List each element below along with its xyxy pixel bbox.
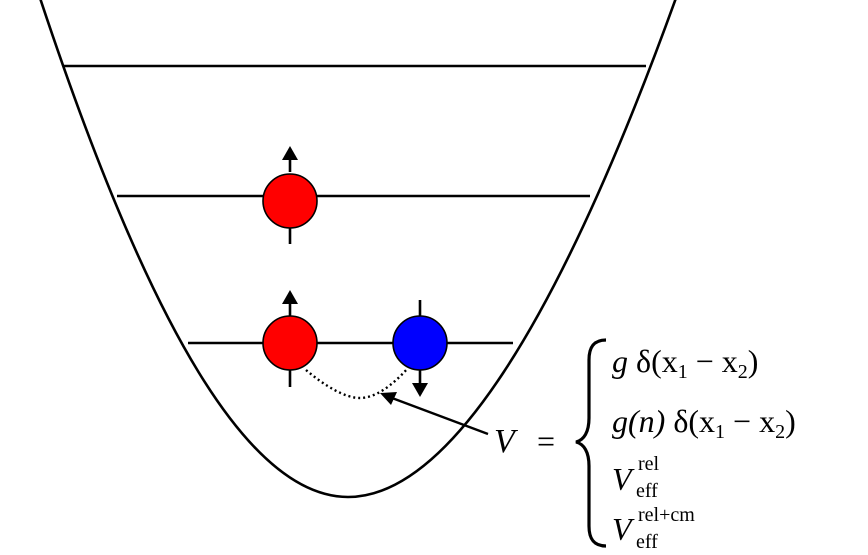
particle-circle <box>392 315 448 371</box>
case-1: g δ(x1 − x2) <box>612 343 758 383</box>
harmonic-trap-curve <box>39 0 677 499</box>
case-3: V rel eff <box>612 453 660 502</box>
case-4: V rel+cm eff <box>612 504 695 553</box>
svg-text:V: V <box>612 461 635 497</box>
svg-text:rel+cm: rel+cm <box>638 504 695 526</box>
pointer-arrowhead <box>380 392 397 405</box>
svg-text:rel: rel <box>638 453 660 475</box>
particle-spin-up-level-1 <box>262 290 318 387</box>
svg-text:eff: eff <box>636 531 658 553</box>
particle-circle <box>262 173 318 229</box>
cases-brace <box>575 338 607 548</box>
particle-spin-down-level-1 <box>392 300 448 397</box>
case-2: g(n) δ(x1 − x2) <box>612 403 796 443</box>
equals-sign: = <box>537 423 555 459</box>
pointer-arrow <box>391 396 489 436</box>
svg-text:V: V <box>612 511 635 547</box>
interaction-dotted-line <box>305 367 409 400</box>
particle-spin-up-level-2 <box>262 146 318 244</box>
particle-circle <box>262 315 318 371</box>
lhs-symbol: V <box>494 423 519 460</box>
svg-text:eff: eff <box>636 480 658 502</box>
